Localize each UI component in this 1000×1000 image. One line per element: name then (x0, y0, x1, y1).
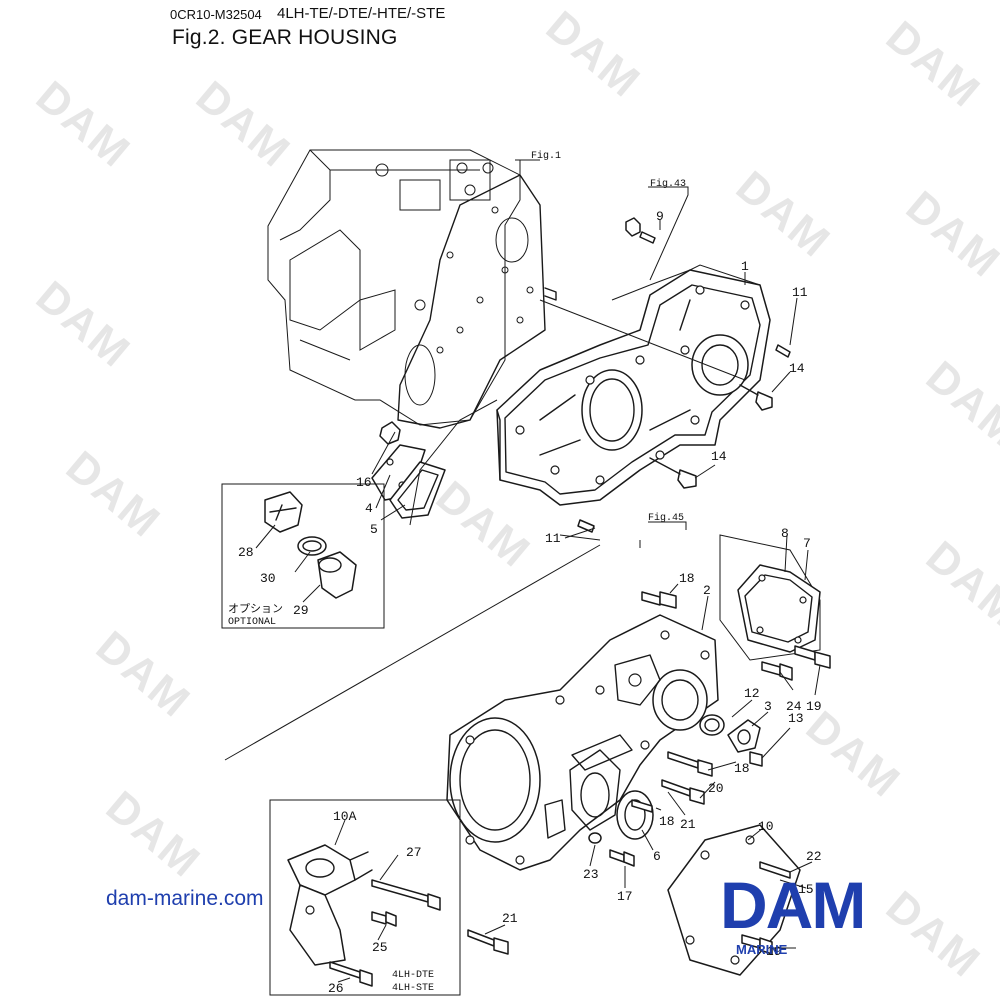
figure-title: Fig.2. GEAR HOUSING (172, 26, 398, 49)
bolt-parts-lower (467, 591, 831, 955)
variant-label-1: 4LH-DTE (392, 970, 434, 981)
website-link[interactable]: dam-marine.com (106, 887, 264, 910)
callout-14: 14 (711, 449, 727, 464)
callout-1: 1 (741, 259, 749, 274)
cover-plate-7-8 (719, 534, 821, 661)
optional-box (221, 483, 385, 629)
callout-21: 21 (502, 911, 518, 926)
ref-fig45: Fig.45 (648, 512, 684, 524)
callout-29: 29 (293, 603, 309, 618)
callout-4: 4 (365, 501, 373, 516)
callout-8: 8 (781, 526, 789, 541)
callout-24: 24 (786, 699, 802, 714)
variant-box (269, 799, 461, 996)
callout-2: 2 (703, 583, 711, 598)
callout-19: 19 (766, 944, 782, 959)
callout-3: 3 (764, 699, 772, 714)
logo-subtitle: MARINE (736, 942, 788, 957)
document-code: 0CR10-M32504 (170, 7, 262, 22)
gear-housing (496, 269, 771, 506)
callout-30: 30 (260, 571, 276, 586)
callout-6: 6 (653, 849, 661, 864)
alignment-lines (224, 264, 761, 761)
optional-label-jp: オプション (228, 602, 283, 615)
callout-15: 15 (798, 882, 814, 897)
callout-20: 20 (708, 781, 724, 796)
ref-fig1: Fig.1 (531, 150, 561, 162)
gear-case (446, 614, 719, 871)
callout-11: 11 (792, 285, 808, 300)
callout-26: 26 (328, 981, 344, 996)
callout-18: 18 (734, 761, 750, 776)
rear-cover-10 (667, 824, 801, 976)
callout-14: 14 (789, 361, 805, 376)
optional-label-en: OPTIONAL (228, 617, 276, 628)
dam-marine-logo: DAM MARINE (720, 870, 866, 957)
callout-17: 17 (617, 889, 633, 904)
callout-19: 19 (806, 699, 822, 714)
callout-18: 18 (679, 571, 695, 586)
callout-10: 10 (758, 819, 774, 834)
callout-22: 22 (806, 849, 822, 864)
callout-10a: 10A (333, 809, 357, 824)
engine-block (267, 149, 557, 429)
logo-wordmark: DAM (720, 870, 864, 942)
callout-11: 11 (545, 531, 561, 546)
ref-fig43: Fig.43 (650, 178, 686, 190)
callout-27: 27 (406, 845, 422, 860)
callout-25: 25 (372, 940, 388, 955)
engine-model: 4LH-TE/-DTE/-HTE/-STE (277, 5, 446, 22)
callout-12: 12 (744, 686, 760, 701)
callout-28: 28 (238, 545, 254, 560)
bolt-parts-upper (379, 217, 791, 533)
callout-7: 7 (803, 536, 811, 551)
callout-23: 23 (583, 867, 599, 882)
callout-21: 21 (680, 817, 696, 832)
cover-plate-4-5 (371, 444, 446, 519)
callout-5: 5 (370, 522, 378, 537)
fitting-3-12 (699, 714, 761, 753)
callout-16: 16 (356, 475, 372, 490)
callout-9: 9 (656, 209, 664, 224)
variant-label-2: 4LH-STE (392, 983, 434, 994)
callout-18: 18 (659, 814, 675, 829)
leader-lines (255, 159, 821, 983)
callout-13: 13 (788, 711, 804, 726)
